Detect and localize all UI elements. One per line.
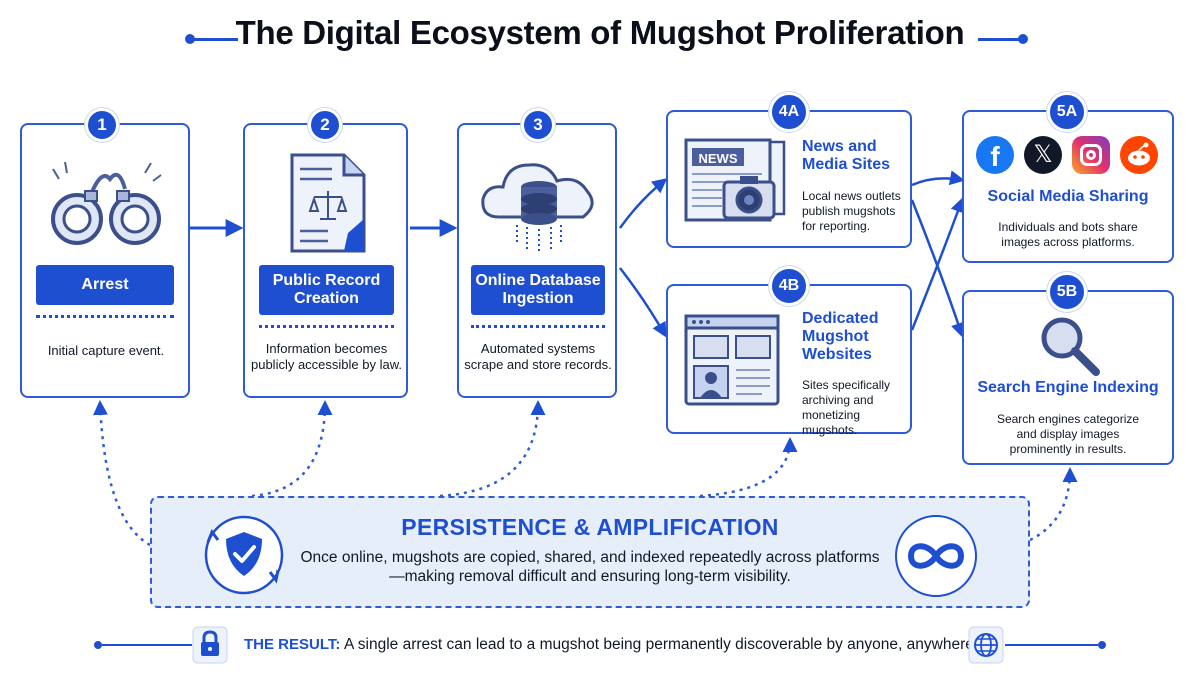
outlet-description: Local news outlets publish mugshots for … (802, 189, 901, 233)
outlet-description: Individuals and bots share images across… (998, 220, 1138, 249)
arrow-4a-to-5b (910, 199, 966, 338)
news-icon-label: NEWS (698, 151, 738, 166)
stage-description: Automated systems scrape and store recor… (464, 341, 612, 372)
outlet-description: Sites specifically archiving and monetiz… (802, 378, 891, 437)
step-badge: 2 (308, 108, 342, 142)
x-icon: 𝕏 (1024, 136, 1062, 174)
outlet-title: Search Engine Indexing (977, 379, 1159, 396)
divider (471, 325, 605, 328)
result-text: A single arrest can lead to a mugshot be… (344, 636, 979, 653)
instagram-icon (1072, 136, 1110, 174)
stage-label: Online Database Ingestion (471, 265, 605, 315)
stage-card-online-database: Online Database Ingestion Automated syst… (457, 123, 617, 398)
title-left-line (193, 38, 238, 41)
handcuffs-icon (51, 161, 162, 245)
feedback-line-4b (699, 437, 798, 498)
lock-icon (192, 626, 228, 664)
step-badge: 5A (1047, 92, 1087, 132)
title-left-dot (185, 34, 195, 44)
result-label: THE RESULT: (244, 636, 341, 653)
infinity-icon (895, 515, 977, 597)
step-badge: 3 (521, 108, 555, 142)
stage-card-public-record: Public Record Creation Information becom… (243, 123, 408, 398)
stage-card-arrest: Arrest Initial capture event. (20, 123, 190, 398)
outlet-card-social-media: f 𝕏 Social Media Sharing Individuals and… (962, 110, 1174, 263)
outlet-title: News and Media Sites (802, 138, 891, 173)
arrow-3-to-4a (618, 178, 668, 229)
magnifier-icon (1041, 317, 1100, 376)
step-badge: 5B (1047, 272, 1087, 312)
facebook-icon: f (976, 136, 1014, 174)
browser-profile-icon (684, 314, 780, 406)
globe-icon (968, 626, 1004, 664)
outlet-description: Search engines categorize and display im… (996, 412, 1140, 456)
step-badge: 4A (769, 92, 809, 132)
outlet-card-mugshot-websites: Dedicated Mugshot Websites Sites specifi… (666, 284, 912, 437)
arrow-4a-to-5a (911, 170, 965, 187)
persistence-panel (150, 496, 1030, 608)
page-title: The Digital Ecosystem of Mugshot Prolife… (235, 14, 965, 51)
outlet-card-news: NEWS News and Media Sites Local news out… (666, 110, 912, 248)
newspaper-camera-icon (684, 138, 786, 222)
stage-description: Information becomes publicly accessible … (250, 341, 403, 372)
divider (259, 325, 394, 328)
outlet-title: Social Media Sharing (987, 188, 1149, 205)
stage-label: Arrest (36, 265, 174, 305)
title-right-dot (1018, 34, 1028, 44)
stage-description: Initial capture event. (47, 343, 165, 358)
cloud-database-icon (481, 163, 594, 251)
persistence-title: PERSISTENCE & AMPLIFICATION (401, 514, 779, 540)
arrow-4b-to-5a (910, 197, 965, 331)
legal-document-icon (290, 153, 366, 253)
stage-label: Public Record Creation (259, 265, 394, 315)
arrow-3-to-4b (619, 267, 667, 338)
title-right-line (978, 38, 1023, 41)
divider (36, 315, 174, 318)
step-badge: 4B (769, 266, 809, 306)
step-badge: 1 (85, 108, 119, 142)
shield-check-icon (204, 515, 284, 595)
feedback-line-right (1029, 467, 1078, 542)
feedback-line-stage3 (439, 400, 546, 498)
persistence-text: Once online, mugshots are copied, shared… (300, 549, 880, 585)
outlet-title: Dedicated Mugshot Websites (802, 310, 879, 363)
outlet-card-search-engine: Search Engine Indexing Search engines ca… (962, 290, 1174, 465)
feedback-line-left (93, 400, 151, 547)
reddit-icon (1120, 136, 1158, 174)
feedback-line-stage2 (251, 400, 333, 498)
